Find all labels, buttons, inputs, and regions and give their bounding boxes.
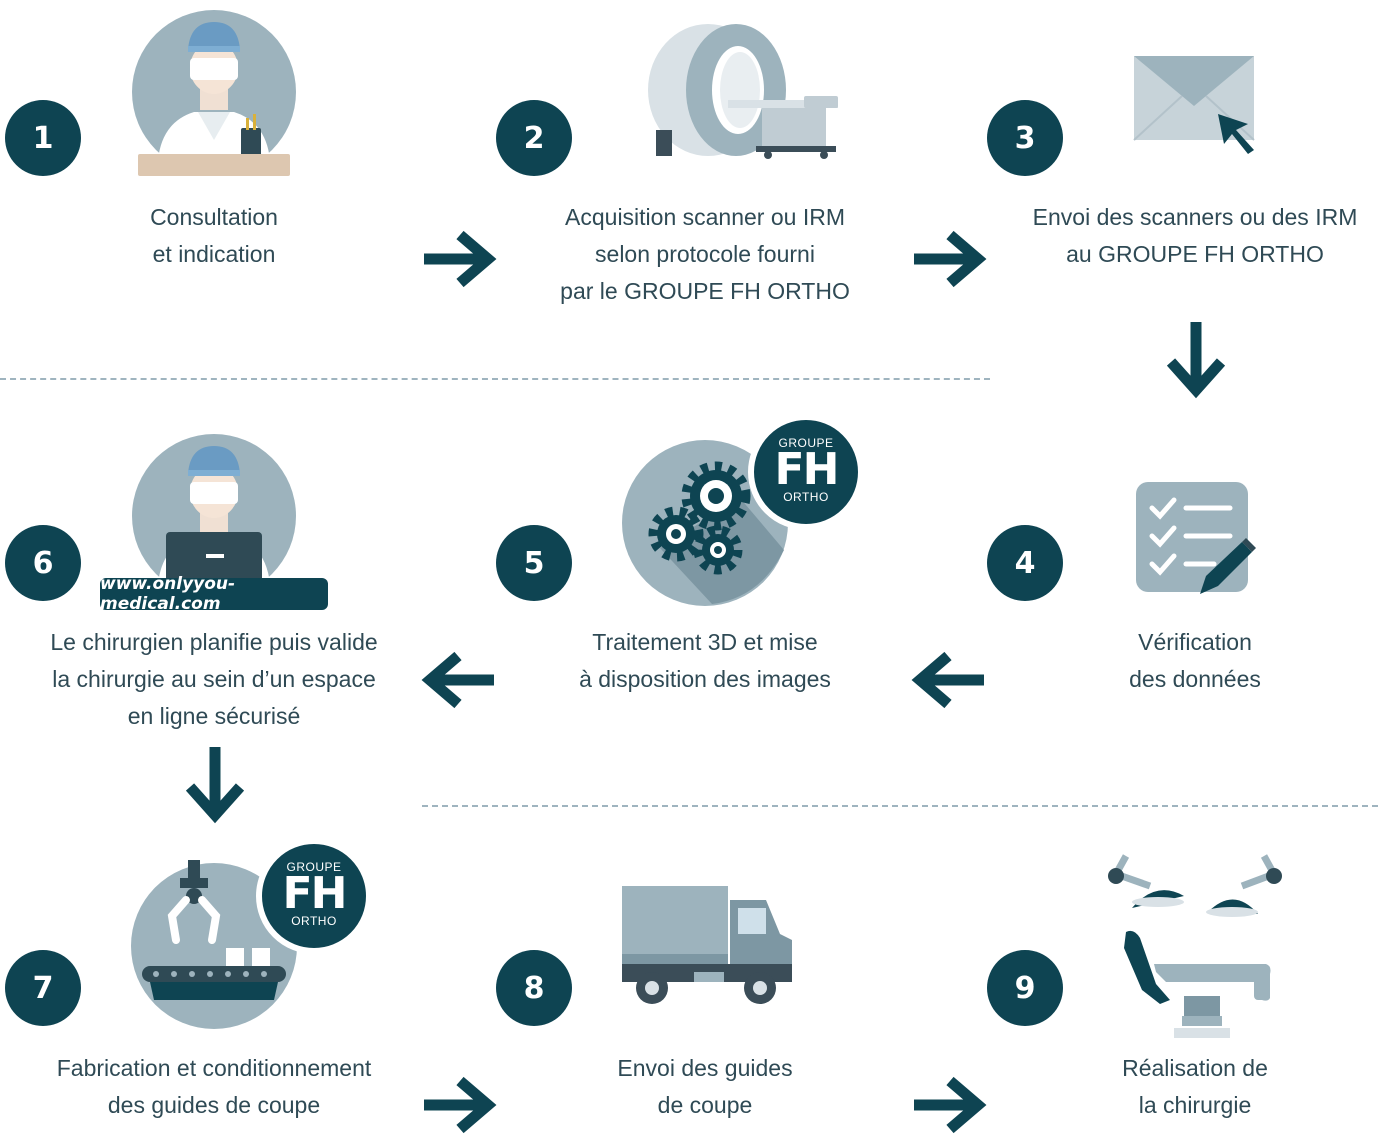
arrow-left-icon bbox=[421, 651, 494, 709]
step-4-caption: Vérification des données bbox=[1129, 624, 1261, 698]
caption-line: Réalisation de bbox=[1122, 1055, 1268, 1081]
step-9-badge: 9 bbox=[987, 950, 1063, 1026]
caption-line: au GROUPE FH ORTHO bbox=[1066, 241, 1324, 267]
gears-icon bbox=[622, 440, 788, 606]
step-9-caption: Réalisation de la chirurgie bbox=[1122, 1050, 1268, 1124]
step-3-badge: 3 bbox=[987, 100, 1063, 176]
caption-line: Le chirurgien planifie puis valide bbox=[50, 629, 378, 655]
arrow-right-icon bbox=[424, 1076, 497, 1134]
logo-top-text: GROUPE bbox=[778, 436, 834, 450]
arrow-right-icon bbox=[914, 230, 987, 288]
step-5-badge: 5 bbox=[496, 525, 572, 601]
surgery-table-icon bbox=[1108, 854, 1282, 1038]
logo-main-text: FH bbox=[774, 444, 840, 495]
envelope-cursor-icon bbox=[1133, 56, 1255, 154]
doctor-desk-icon bbox=[132, 10, 296, 176]
step-4-badge: 4 bbox=[987, 525, 1063, 601]
step-1-caption: Consultation et indication bbox=[150, 199, 278, 273]
caption-line: la chirurgie au sein d’un espace bbox=[52, 666, 376, 692]
groupe-fh-ortho-logo: GROUPE FH ORTHO bbox=[748, 414, 864, 530]
caption-line: Envoi des scanners ou des IRM bbox=[1032, 204, 1358, 230]
step-2-caption: Acquisition scanner ou IRM selon protoco… bbox=[560, 199, 850, 310]
step-number: 4 bbox=[1014, 545, 1036, 581]
step-7-caption: Fabrication et conditionnement des guide… bbox=[57, 1050, 372, 1124]
logo-main-text: FH bbox=[282, 868, 348, 919]
logo-bottom-text: ORTHO bbox=[291, 914, 337, 928]
mri-scanner-icon bbox=[648, 24, 838, 159]
caption-line: Fabrication et conditionnement bbox=[56, 1055, 372, 1081]
caption-line: des données bbox=[1129, 666, 1261, 692]
step-2-badge: 2 bbox=[496, 100, 572, 176]
caption-line: Consultation bbox=[150, 204, 278, 230]
step-number: 6 bbox=[32, 545, 54, 581]
step-number: 7 bbox=[32, 970, 54, 1006]
step-number: 3 bbox=[1014, 120, 1036, 156]
separator-row2 bbox=[422, 805, 1378, 807]
caption-line: par le GROUPE FH ORTHO bbox=[560, 278, 850, 304]
logo-top-text: GROUPE bbox=[286, 860, 342, 874]
doctor-laptop-icon bbox=[132, 434, 296, 584]
step-6-caption: Le chirurgien planifie puis valide la ch… bbox=[50, 624, 377, 735]
step-number: 1 bbox=[32, 120, 54, 156]
arrow-left-icon bbox=[911, 651, 984, 709]
step-number: 5 bbox=[523, 545, 545, 581]
step-8-caption: Envoi des guides de coupe bbox=[617, 1050, 792, 1124]
arrow-right-icon bbox=[424, 230, 497, 288]
step-6-badge: 6 bbox=[5, 525, 81, 601]
arrow-down-icon bbox=[1166, 322, 1226, 399]
robot-claw-icon bbox=[131, 860, 297, 1029]
groupe-fh-ortho-logo: GROUPE FH ORTHO bbox=[256, 838, 372, 954]
step-number: 8 bbox=[523, 970, 545, 1006]
checklist-icon bbox=[1136, 482, 1256, 594]
caption-line: de coupe bbox=[657, 1092, 753, 1118]
step-5-caption: Traitement 3D et mise à disposition des … bbox=[579, 624, 831, 698]
caption-line: des guides de coupe bbox=[107, 1092, 321, 1118]
caption-line: Envoi des guides bbox=[617, 1055, 793, 1081]
arrow-right-icon bbox=[914, 1076, 987, 1134]
step-7-badge: 7 bbox=[5, 950, 81, 1026]
separator-row1 bbox=[0, 378, 990, 380]
caption-line: Vérification bbox=[1138, 629, 1252, 655]
logo-bottom-text: ORTHO bbox=[783, 490, 829, 504]
caption-line: la chirurgie bbox=[1138, 1092, 1252, 1118]
caption-line: à disposition des images bbox=[579, 666, 831, 692]
website-text: www.onlyyou-medical.com bbox=[100, 574, 236, 614]
caption-line: Traitement 3D et mise bbox=[592, 629, 818, 655]
arrow-down-icon bbox=[185, 747, 245, 824]
step-3-caption: Envoi des scanners ou des IRM au GROUPE … bbox=[1033, 199, 1358, 273]
step-8-badge: 8 bbox=[496, 950, 572, 1026]
caption-line: en ligne sécurisé bbox=[127, 703, 301, 729]
step-number: 9 bbox=[1014, 970, 1036, 1006]
truck-icon bbox=[622, 886, 792, 1004]
caption-line: et indication bbox=[152, 241, 276, 267]
step-1-badge: 1 bbox=[5, 100, 81, 176]
website-link[interactable]: www.onlyyou-medical.com bbox=[100, 574, 328, 614]
step-number: 2 bbox=[523, 120, 545, 156]
caption-line: Acquisition scanner ou IRM bbox=[565, 204, 845, 230]
caption-line: selon protocole fourni bbox=[595, 241, 815, 267]
